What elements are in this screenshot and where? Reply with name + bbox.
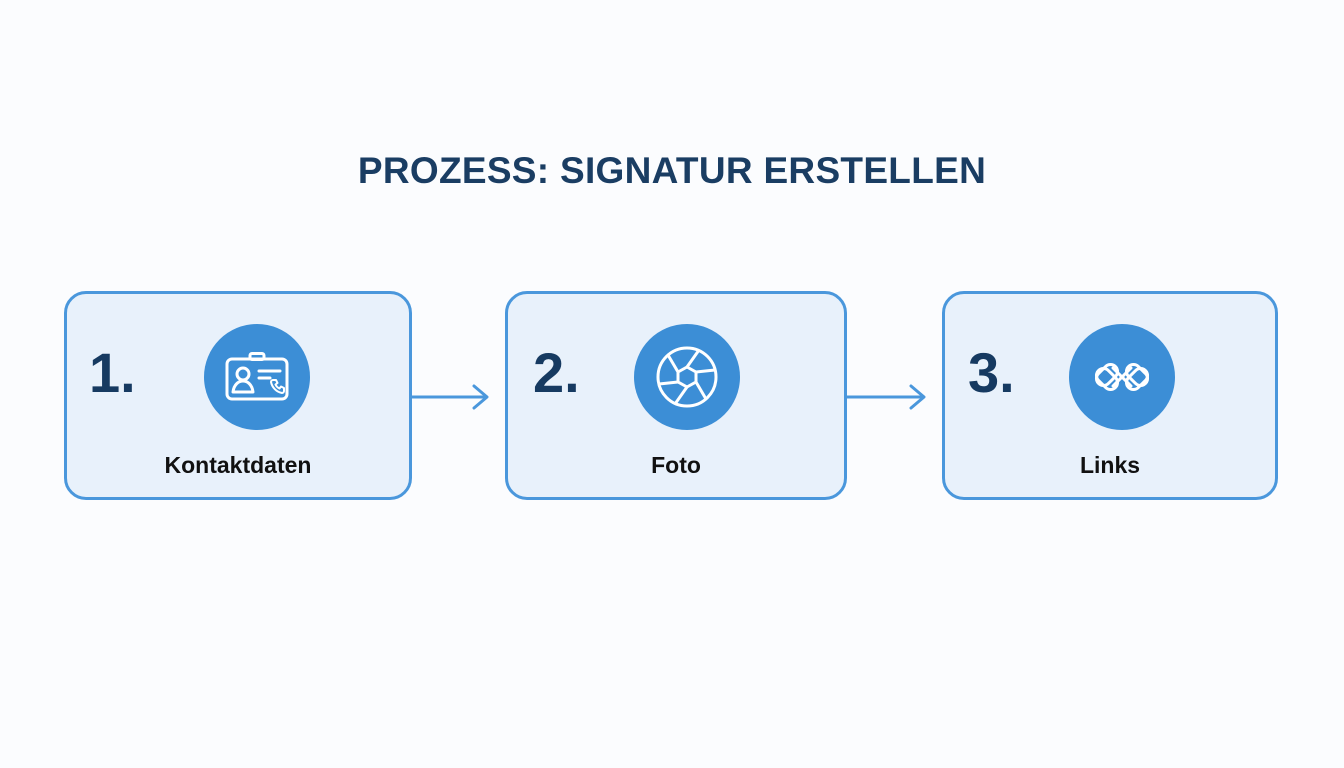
diagram-title: PROZESS: SIGNATUR ERSTELLEN (357, 150, 987, 191)
step-3-label: Links (1079, 452, 1141, 478)
step-2-number: 2. (533, 341, 580, 404)
step-3-number: 3. (968, 341, 1015, 404)
contact-card-icon (204, 324, 310, 430)
step-1-label: Kontaktdaten (164, 452, 312, 478)
step-1-number: 1. (89, 341, 136, 404)
arrow-right-icon (847, 384, 926, 410)
step-1-box: 1. Kontaktdaten (64, 291, 412, 500)
step-2-label: Foto (651, 452, 701, 478)
arrow-right-icon (412, 384, 489, 410)
step-2-box: 2. Foto (505, 291, 847, 500)
step-3-box: 3. Links (942, 291, 1278, 500)
chain-link-icon (1069, 324, 1175, 430)
camera-aperture-icon (634, 324, 740, 430)
